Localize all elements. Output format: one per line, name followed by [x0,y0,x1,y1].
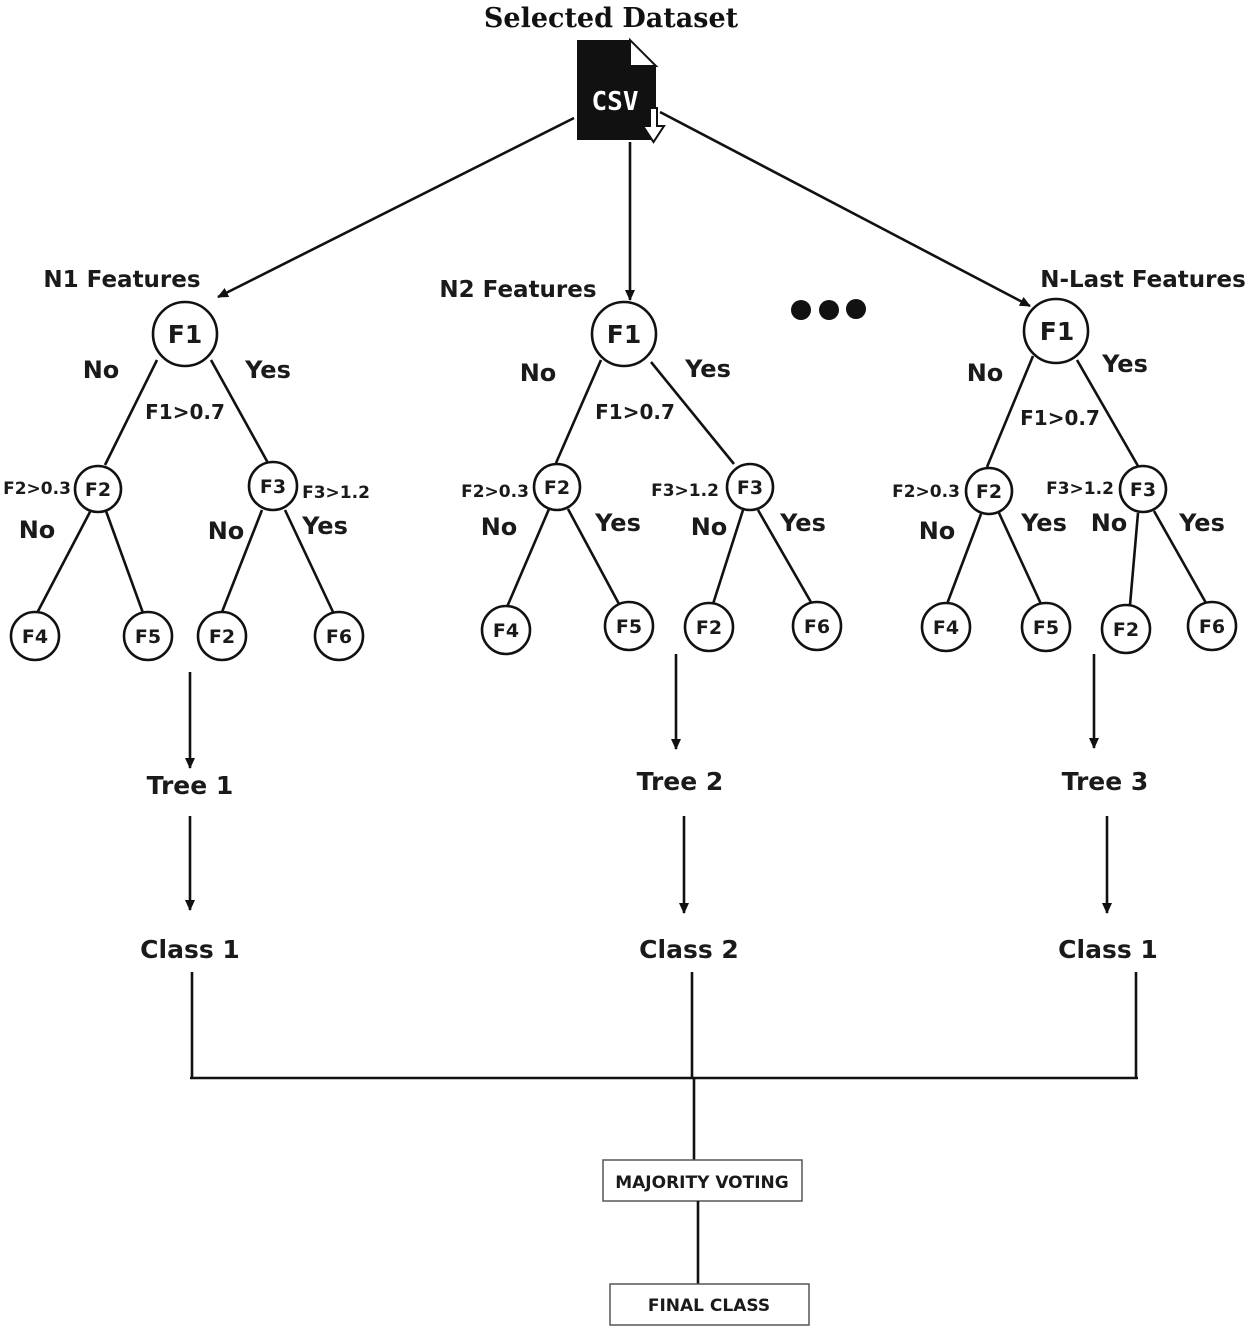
svg-text:F3: F3 [1130,479,1156,501]
class-label: Class 1 [140,935,240,964]
tree-3: N-Last Features F1 No Yes F1>0.7 F2 F2>0… [892,267,1246,1078]
leaf-node [683,601,735,653]
left-node [532,462,582,512]
svg-text:F5: F5 [1033,617,1059,639]
svg-text:F1: F1 [168,320,202,349]
leaf-node [1020,601,1072,653]
features-label: N1 Features [43,267,200,293]
diagram-title: Selected Dataset [484,3,739,34]
arrow-dataset-tree3 [659,110,1031,308]
right-condition: F3>1.2 [1046,479,1114,499]
right-condition: F3>1.2 [651,481,719,501]
svg-text:F2: F2 [976,481,1002,503]
root-condition: F1>0.7 [595,400,675,424]
svg-text:F2: F2 [209,626,235,648]
svg-text:F2: F2 [85,479,111,501]
majority-voting-box: MAJORITY VOTING [602,1159,803,1202]
svg-text:F3: F3 [260,476,286,498]
right-node [1118,464,1168,514]
root-node [151,300,219,368]
svg-text:F1: F1 [1040,317,1074,346]
edge-label-no: No [919,517,956,545]
svg-text:F4: F4 [22,626,48,648]
csv-file-icon: CSV [577,37,666,144]
svg-text:F2: F2 [696,617,722,639]
svg-text:F5: F5 [616,616,642,638]
leaf-node [480,604,532,656]
root-condition: F1>0.7 [145,400,225,424]
leaf-node [791,600,843,652]
right-condition: F3>1.2 [302,483,370,503]
edge-label-yes: Yes [1178,509,1225,537]
left-condition: F2>0.3 [3,479,71,499]
right-node [247,460,299,512]
edge-label-yes: Yes [1020,509,1067,537]
root-node [590,300,658,368]
leaf-node [196,610,248,662]
features-label: N2 Features [439,277,596,303]
root-node [1022,297,1090,365]
ellipsis-dots [791,299,866,320]
right-node [725,462,775,512]
edge-label-yes: Yes [779,509,826,537]
svg-text:F5: F5 [135,626,161,648]
edge-label-yes: Yes [1101,350,1148,378]
root-condition: F1>0.7 [1020,406,1100,430]
leaf-node [313,610,365,662]
tree-label: Tree 3 [1062,767,1149,796]
edge-label-yes: Yes [594,509,641,537]
final-class-label: FINAL CLASS [648,1296,770,1316]
svg-text:F6: F6 [804,616,830,638]
csv-label: CSV [592,87,639,117]
left-node [73,464,123,514]
features-label: N-Last Features [1040,267,1246,293]
tree-1: N1 Features F1 No Yes F1>0.7 F2 F2>0.3 N… [3,267,370,1078]
svg-text:F2: F2 [544,477,570,499]
edge-label-no: No [83,356,120,384]
tree-label: Tree 1 [147,771,234,800]
leaf-node [1100,603,1152,655]
leaf-node [9,610,61,662]
tree-label: Tree 2 [637,767,724,796]
majority-voting-label: MAJORITY VOTING [615,1173,789,1193]
edge-label-no: No [1091,509,1128,537]
svg-text:F4: F4 [933,617,959,639]
svg-text:F4: F4 [493,620,519,642]
left-node [964,466,1014,516]
class-label: Class 2 [639,935,739,964]
edge-label-yes: Yes [301,512,348,540]
svg-text:F1: F1 [607,320,641,349]
left-condition: F2>0.3 [892,482,960,502]
edge-label-no: No [520,359,557,387]
edge-label-no: No [19,516,56,544]
edge-label-no: No [691,513,728,541]
edge-label-no: No [967,359,1004,387]
leaf-node [920,601,972,653]
svg-text:F6: F6 [326,626,352,648]
tree-2: N2 Features F1 No Yes F1>0.7 F2 F2>0.3 N… [439,277,843,1078]
leaf-node [603,600,655,652]
edge-label-yes: Yes [244,356,291,384]
edge-label-no: No [208,517,245,545]
arrow-dataset-tree1 [217,116,575,299]
edge-label-no: No [481,513,518,541]
svg-text:F6: F6 [1199,616,1225,638]
leaf-node [122,610,174,662]
left-condition: F2>0.3 [461,482,529,502]
edge-label-yes: Yes [684,355,731,383]
class-label: Class 1 [1058,935,1158,964]
leaf-node [1186,600,1238,652]
download-arrow-icon [641,107,666,144]
svg-text:F2: F2 [1113,619,1139,641]
final-class-box: FINAL CLASS [609,1283,810,1326]
svg-text:F3: F3 [737,477,763,499]
